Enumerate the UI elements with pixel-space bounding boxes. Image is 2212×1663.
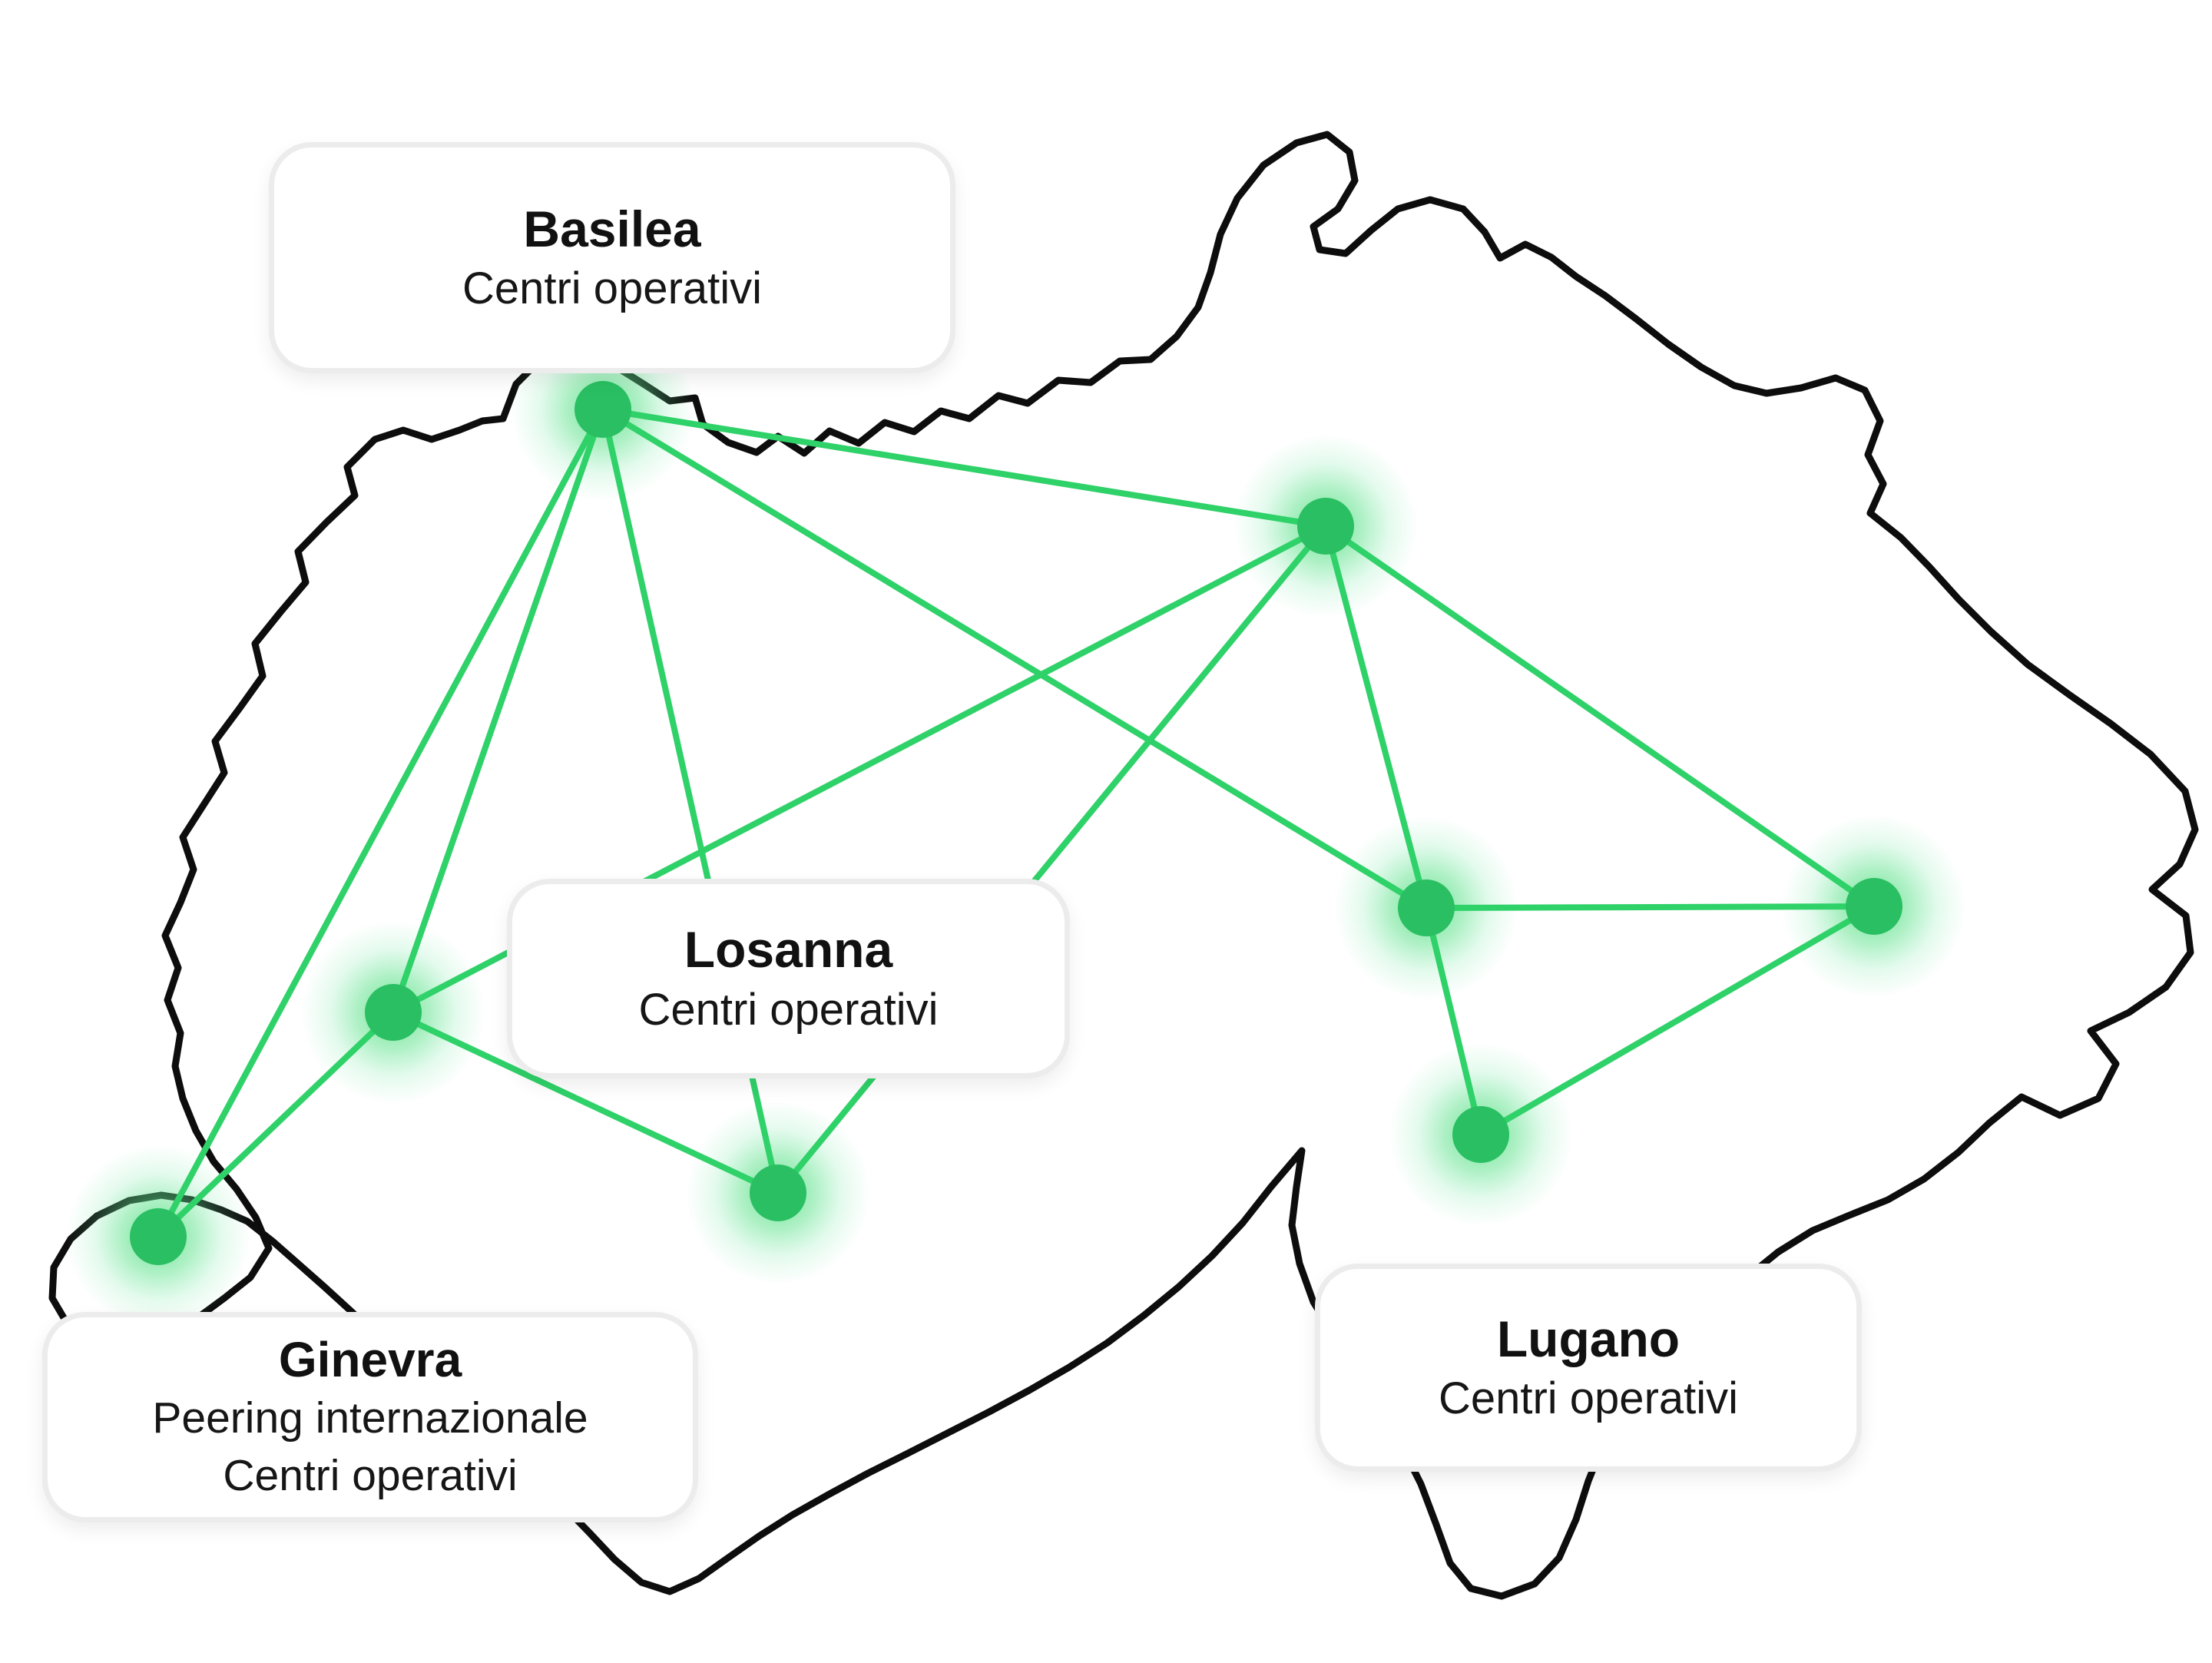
label-card-ginevra: Ginevra Peering internazionale Centri op…: [42, 1312, 698, 1522]
edge-basilea-losanna: [390, 406, 606, 1015]
city-name: Lugano: [1496, 1310, 1681, 1367]
node-east-central: [1398, 880, 1455, 936]
edge-east-central-lugano: [1423, 905, 1484, 1138]
city-service: Centri operativi: [1438, 1373, 1739, 1424]
node-basilea: [575, 381, 631, 438]
node-ginevra: [130, 1208, 187, 1265]
label-card-lugano: Lugano Centri operativi: [1315, 1264, 1862, 1472]
edge-losanna-south-central: [390, 1009, 781, 1196]
city-service: Centri operativi: [638, 984, 939, 1035]
edge-north-central-far-east: [1323, 523, 1877, 909]
label-card-basilea: Basilea Centri operativi: [269, 142, 955, 373]
edge-north-central-south-central: [775, 523, 1329, 1196]
node-lugano: [1452, 1106, 1509, 1163]
switzerland-outline: [48, 131, 2199, 1600]
edge-north-central-east-central: [1323, 523, 1429, 911]
edge-basilea-east-central: [600, 406, 1429, 911]
node-far-east: [1846, 878, 1902, 935]
label-card-losanna: Losanna Centri operativi: [507, 879, 1070, 1078]
city-service: Centri operativi: [462, 263, 763, 314]
nodes-layer: [130, 381, 1902, 1265]
city-name: Losanna: [684, 921, 893, 979]
city-service: Peering internazionale: [152, 1393, 588, 1443]
city-service: Centri operativi: [223, 1451, 518, 1501]
node-losanna: [365, 984, 422, 1041]
edges-layer: [155, 406, 1877, 1240]
edge-east-central-far-east: [1423, 903, 1877, 911]
node-south-central: [750, 1164, 806, 1221]
edge-far-east-lugano: [1478, 903, 1877, 1138]
city-name: Basilea: [523, 200, 701, 257]
edge-basilea-north-central: [600, 406, 1329, 529]
edge-basilea-ginevra: [155, 406, 606, 1240]
edge-losanna-ginevra: [155, 1009, 396, 1240]
node-north-central: [1297, 498, 1354, 555]
city-name: Ginevra: [278, 1331, 462, 1387]
